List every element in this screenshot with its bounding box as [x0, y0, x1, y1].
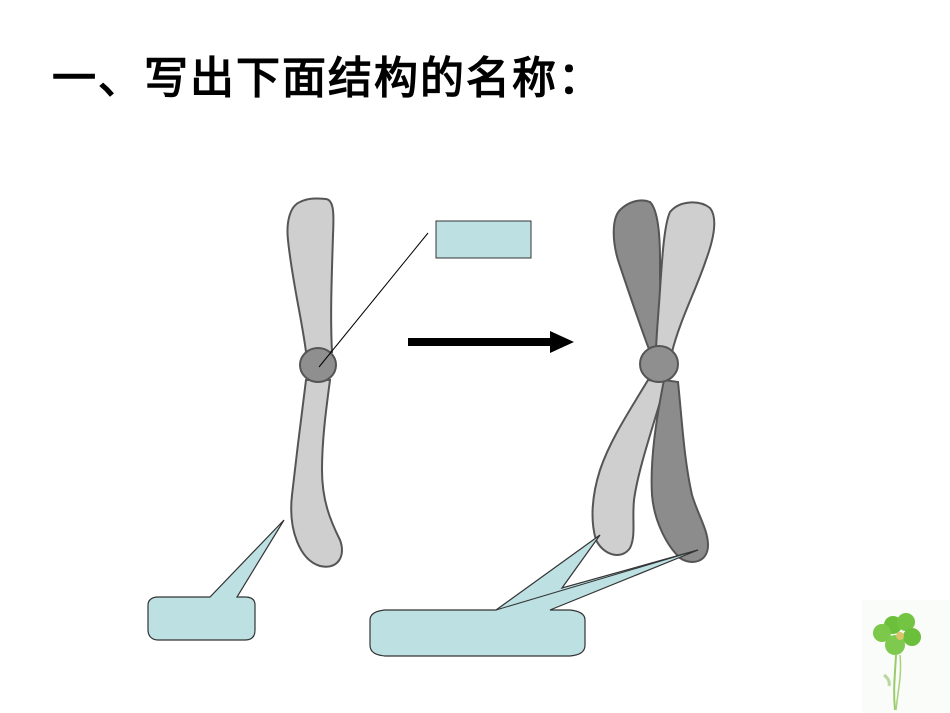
light-chromatid-upper [654, 201, 716, 353]
slide-title: 一、写出下面结构的名称： [52, 53, 604, 104]
replication-arrow-icon [408, 331, 574, 353]
dark-chromatid-upper [612, 199, 664, 354]
right-chromosome [591, 199, 716, 563]
left-chromosome [286, 197, 343, 568]
centromere-pointer-line [318, 232, 429, 368]
centromere-label-box[interactable] [435, 220, 532, 259]
left-upper-arm [286, 197, 335, 353]
sister-chromatids-label-callout[interactable] [369, 534, 699, 657]
dark-chromatid-lower [650, 378, 710, 563]
chromosome-label-callout[interactable] [147, 519, 285, 641]
left-lower-arm [290, 379, 343, 568]
light-chromatid-lower [591, 378, 668, 556]
right-centromere [639, 345, 679, 383]
clover-decoration-icon [862, 600, 950, 713]
